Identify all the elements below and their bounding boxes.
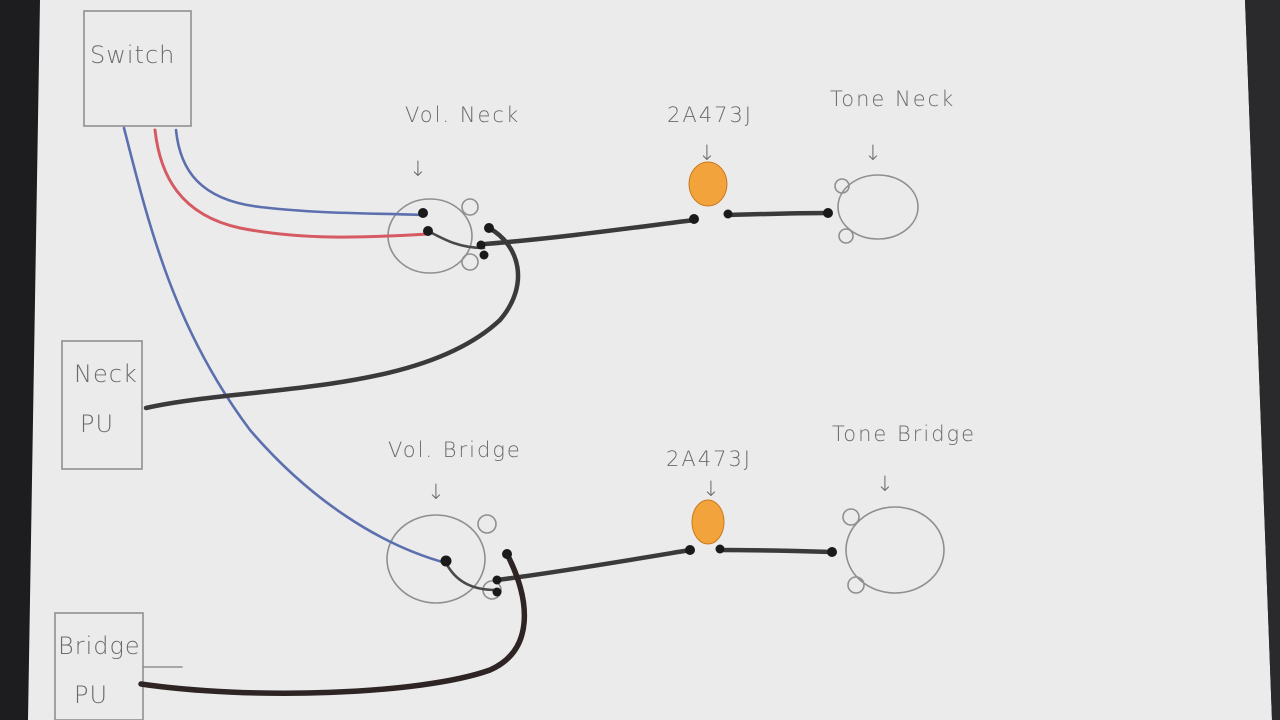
vol-bridge-arrow-icon: ↓ xyxy=(427,480,447,504)
paper-sheet xyxy=(28,0,1272,720)
capacitor-bridge xyxy=(691,499,725,545)
wire-bridge-pu-to-vol-bridge xyxy=(138,553,528,696)
neck-pickup-box: Neck PU xyxy=(61,340,143,470)
wire-cap-to-tone-bridge xyxy=(717,547,835,555)
tone-bridge-arrow-icon: ↓ xyxy=(876,472,896,496)
wire-cap-to-tone-neck xyxy=(725,210,831,218)
paper-shadow-edge xyxy=(1245,0,1280,720)
tone-neck-pot xyxy=(834,174,919,244)
vol-neck-label: Vol. Neck xyxy=(405,103,520,127)
switch-label: Switch xyxy=(90,41,175,69)
solder-lugs xyxy=(418,208,837,597)
cap-bridge-label: 2A473J xyxy=(666,447,752,471)
tone-bridge-pot xyxy=(842,506,945,594)
wire-blue-switch-to-vol-bridge xyxy=(122,126,448,565)
neck-pu-label-line2: PU xyxy=(80,410,114,438)
wire-neck-pu-to-vol-neck xyxy=(143,225,521,411)
capacitor-neck xyxy=(688,161,728,207)
neck-pu-label-line1: Neck xyxy=(74,360,138,388)
switch-box: Switch xyxy=(83,10,192,127)
bridge-pu-label-line2: PU xyxy=(74,681,108,709)
vol-bridge-label: Vol. Bridge xyxy=(388,438,522,462)
tone-neck-label: Tone Neck xyxy=(830,87,955,111)
wire-blue-switch-to-vol-neck xyxy=(174,128,425,217)
cap-neck-label: 2A473J xyxy=(667,103,753,127)
wire-vol-neck-to-cap xyxy=(482,217,697,247)
tone-bridge-label: Tone Bridge xyxy=(832,422,976,446)
cap-bridge-arrow-icon: ↓ xyxy=(702,477,722,501)
cap-neck-arrow-icon: ↓ xyxy=(698,141,718,165)
bridge-pu-label-line1: Bridge xyxy=(58,632,141,660)
tone-neck-arrow-icon: ↓ xyxy=(864,141,884,165)
vol-neck-arrow-icon: ↓ xyxy=(409,157,429,181)
wire-red-switch-to-vol-neck xyxy=(153,128,430,239)
wire-bridge-internal xyxy=(444,561,498,592)
bridge-pickup-box: Bridge PU xyxy=(54,612,183,720)
